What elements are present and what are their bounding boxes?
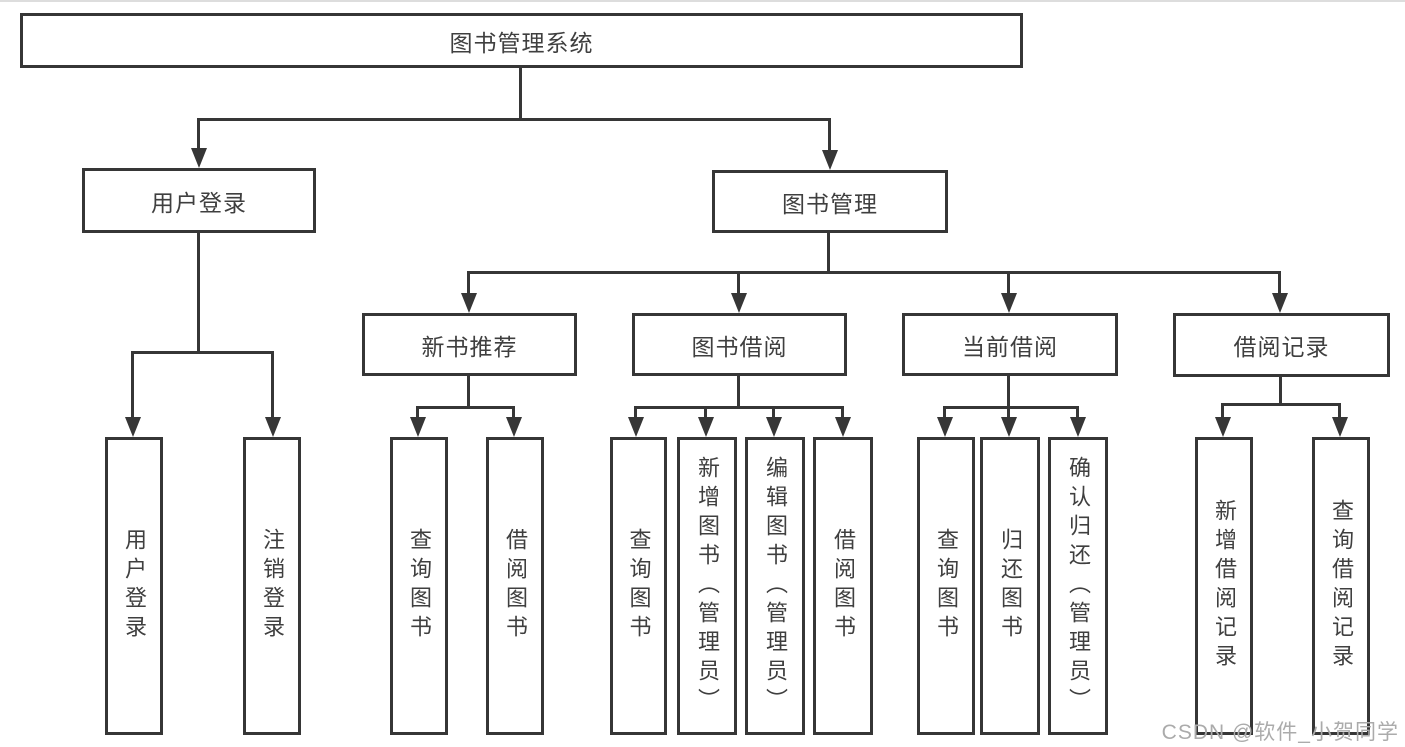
connector-line [197, 233, 200, 354]
connector-line [737, 376, 740, 409]
node-label: 新书推荐 [421, 333, 518, 360]
connector-line [467, 271, 470, 294]
arrow-down-icon [1272, 293, 1288, 313]
connector-line [827, 233, 830, 274]
leaf-confirm-return-admin: 确认归还（管理员） [1048, 437, 1108, 735]
node-label: 查询图书 [626, 528, 652, 644]
node-new-book-recommend: 新书推荐 [362, 313, 577, 376]
node-label: 确认归还（管理员） [1066, 455, 1091, 717]
arrow-down-icon [822, 150, 838, 170]
node-user-login: 用户登录 [82, 168, 316, 233]
connector-line [271, 351, 274, 419]
connector-line [1221, 403, 1341, 406]
node-label: 查询借阅记录 [1329, 499, 1354, 673]
node-label: 图书借阅 [691, 333, 788, 360]
leaf-add-borrow-record: 新增借阅记录 [1195, 437, 1253, 735]
connector-line [197, 118, 200, 150]
node-borrow-records: 借阅记录 [1173, 313, 1390, 377]
leaf-return-book: 归还图书 [980, 437, 1040, 735]
arrow-down-icon [766, 417, 782, 437]
connector-line [1007, 406, 1010, 419]
arrow-down-icon [410, 417, 426, 437]
arrow-down-icon [1001, 417, 1017, 437]
node-label: 新增借阅记录 [1212, 499, 1237, 673]
connector-line [1338, 403, 1341, 419]
connector-line [197, 118, 831, 121]
connector-line [634, 406, 844, 409]
leaf-query-books-current: 查询图书 [917, 437, 975, 735]
connector-line [1278, 271, 1281, 294]
arrow-down-icon [731, 293, 747, 313]
arrow-down-icon [1215, 417, 1231, 437]
node-book-borrow: 图书借阅 [632, 313, 847, 376]
connector-line [467, 271, 1281, 274]
connector-line [943, 406, 1079, 409]
node-current-borrow: 当前借阅 [902, 313, 1118, 376]
node-label: 用户登录 [151, 189, 247, 216]
csdn-watermark: CSDN @软件_小贺同学 [1161, 721, 1399, 744]
leaf-logout: 注销登录 [243, 437, 301, 735]
node-label: 借阅图书 [503, 528, 528, 644]
connector-line [704, 406, 707, 419]
node-label: 编辑图书（管理员） [763, 455, 788, 717]
node-root-system: 图书管理系统 [20, 13, 1023, 68]
arrow-down-icon [698, 417, 714, 437]
node-label: 用户登录 [122, 528, 147, 644]
connector-line [772, 406, 775, 419]
connector-line [131, 351, 274, 354]
arrow-down-icon [1070, 417, 1086, 437]
connector-line [416, 406, 515, 409]
connector-line [519, 68, 522, 120]
arrow-down-icon [628, 417, 644, 437]
arrow-down-icon [506, 417, 522, 437]
leaf-query-books-borrow: 查询图书 [610, 437, 667, 735]
connector-line [737, 271, 740, 294]
node-label: 当前借阅 [962, 333, 1058, 360]
node-label: 借阅记录 [1233, 334, 1330, 360]
node-label: 查询图书 [934, 528, 959, 644]
top-border-line [0, 0, 1405, 2]
leaf-query-borrow-record: 查询借阅记录 [1312, 437, 1370, 735]
connector-line [841, 406, 844, 419]
arrow-down-icon [265, 417, 281, 437]
node-label: 查询图书 [407, 528, 432, 644]
connector-line [828, 118, 831, 152]
connector-line [416, 406, 419, 419]
arrow-down-icon [191, 148, 207, 168]
leaf-user-login: 用户登录 [105, 437, 163, 735]
node-label: 借阅图书 [831, 528, 856, 644]
leaf-add-book-admin: 新增图书（管理员） [677, 437, 737, 735]
connector-line [512, 406, 515, 419]
connector-line [1279, 377, 1282, 406]
arrow-down-icon [1001, 293, 1017, 313]
node-label: 新增图书（管理员） [695, 455, 720, 717]
node-label: 注销登录 [260, 528, 285, 644]
leaf-borrow-books-recommend: 借阅图书 [486, 437, 544, 735]
node-label: 图书管理 [782, 190, 878, 217]
node-label: 归还图书 [998, 528, 1023, 644]
arrow-down-icon [1332, 417, 1348, 437]
arrow-down-icon [937, 417, 953, 437]
connector-line [1007, 376, 1010, 409]
node-label: 图书管理系统 [449, 29, 594, 56]
connector-line [1007, 271, 1010, 294]
connector-line [131, 351, 134, 419]
connector-line [1076, 406, 1079, 419]
connector-line [943, 406, 946, 419]
leaf-edit-book-admin: 编辑图书（管理员） [745, 437, 805, 735]
arrow-down-icon [461, 293, 477, 313]
leaf-borrow-books: 借阅图书 [813, 437, 873, 735]
connector-line [1221, 403, 1224, 419]
connector-line [634, 406, 637, 419]
node-book-management: 图书管理 [712, 170, 948, 233]
arrow-down-icon [835, 417, 851, 437]
arrow-down-icon [125, 417, 141, 437]
leaf-query-books-recommend: 查询图书 [390, 437, 448, 735]
connector-line [467, 376, 470, 409]
